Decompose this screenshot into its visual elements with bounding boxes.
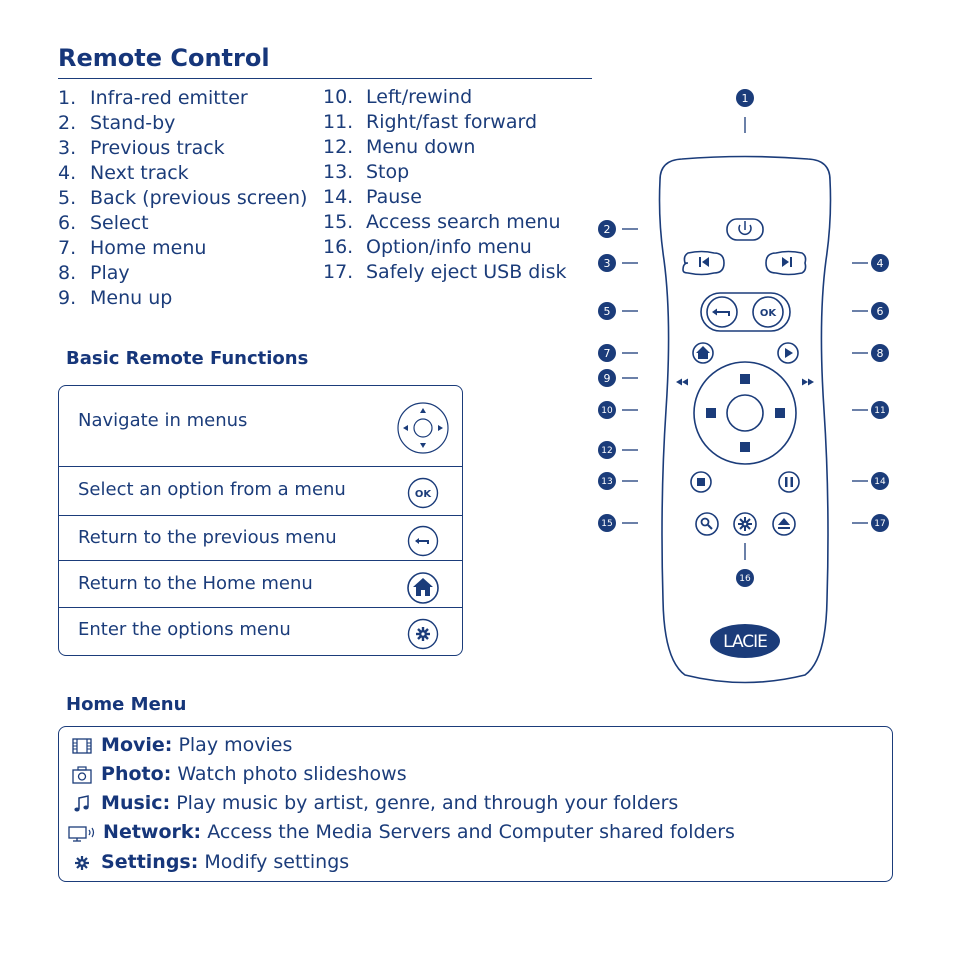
callout-badge: 9 [598, 369, 616, 387]
previous-track-button [682, 250, 725, 276]
legend-item: 1.Infra-red emitter [58, 87, 248, 109]
page-title: Remote Control [58, 44, 270, 72]
svg-text:13: 13 [601, 477, 612, 487]
legend-list-right: 10.Left/rewind 11.Right/fast forward 12.… [323, 85, 567, 285]
navigation-pad [693, 361, 797, 465]
legend-item: 5.Back (previous screen) [58, 187, 308, 209]
svg-text:1: 1 [742, 92, 749, 105]
svg-text:9: 9 [604, 372, 611, 385]
gear-icon [407, 618, 439, 650]
search-button [695, 512, 719, 536]
svg-text:8: 8 [877, 347, 884, 360]
svg-text:10: 10 [601, 406, 613, 416]
callout-badge: 17 [871, 514, 889, 532]
legend-item: 12.Menu down [323, 136, 476, 158]
table-row: Navigate in menus [59, 386, 462, 466]
callout-badge: 3 [598, 254, 616, 272]
legend-item: 9.Menu up [58, 287, 173, 309]
legend-item: 15.Access search menu [323, 211, 561, 233]
legend-item: 13.Stop [323, 161, 410, 183]
svg-text:4: 4 [877, 257, 884, 270]
table-row: Return to the Home menu [59, 560, 462, 607]
svg-text:11: 11 [874, 406, 885, 416]
callout-badge: 1 [736, 89, 754, 107]
svg-text:15: 15 [601, 519, 612, 529]
callout-badge: 6 [871, 302, 889, 320]
list-item: Settings: Modify settings [71, 851, 349, 873]
svg-text:14: 14 [874, 477, 886, 487]
music-note-icon [74, 794, 89, 811]
list-item: Music: Play music by artist, genre, and … [71, 792, 678, 814]
home-icon [407, 572, 439, 604]
svg-text:6: 6 [877, 305, 884, 318]
eject-button [772, 512, 796, 536]
pause-button [778, 471, 800, 493]
legend-item: 2.Stand-by [58, 112, 176, 134]
title-divider [58, 78, 592, 79]
basic-functions-table: Navigate in menus Select an option from … [58, 385, 463, 656]
callout-badge: 12 [598, 441, 616, 459]
options-button [733, 512, 757, 536]
play-button [777, 342, 799, 364]
svg-text:OK: OK [415, 489, 433, 500]
list-item: Network: Access the Media Servers and Co… [67, 821, 735, 843]
callout-badge: 8 [871, 344, 889, 362]
callout-badge: 16 [736, 569, 754, 587]
legend-list-left: 1.Infra-red emitter 2.Stand-by 3.Previou… [58, 86, 307, 311]
callout-badge: 10 [598, 401, 616, 419]
home-button [692, 342, 714, 364]
back-arrow-icon [407, 525, 439, 557]
table-row: Select an option from a menu OK [59, 466, 462, 515]
callout-badge: 15 [598, 514, 616, 532]
fast-forward-icon [808, 378, 814, 386]
stop-button [690, 471, 712, 493]
network-monitor-icon [68, 825, 95, 842]
table-row: Return to the previous menu [59, 515, 462, 560]
dpad-icon [397, 402, 449, 454]
svg-text:OK: OK [760, 308, 778, 319]
back-ok-cluster: OK [700, 292, 791, 332]
ok-button-icon: OK [407, 477, 439, 509]
callout-badge: 7 [598, 344, 616, 362]
callout-badge: 2 [598, 220, 616, 238]
legend-item: 8.Play [58, 262, 130, 284]
legend-item: 14.Pause [323, 186, 422, 208]
svg-text:5: 5 [604, 305, 611, 318]
home-menu-heading: Home Menu [66, 694, 187, 715]
remote-body [658, 155, 832, 684]
callout-badge: 14 [871, 472, 889, 490]
svg-text:17: 17 [874, 519, 885, 529]
home-menu-box: Movie: Play movies Photo: Watch photo sl… [58, 726, 893, 882]
legend-item: 16.Option/info menu [323, 236, 532, 258]
legend-item: 6.Select [58, 212, 149, 234]
next-track-button [765, 250, 807, 276]
camera-icon [72, 765, 92, 784]
standby-button [726, 218, 764, 241]
legend-item: 3.Previous track [58, 137, 225, 159]
callout-badge: 4 [871, 254, 889, 272]
callout-badge: 5 [598, 302, 616, 320]
svg-text:16: 16 [739, 574, 751, 584]
gear-icon [75, 855, 89, 870]
film-icon [72, 737, 92, 754]
legend-item: 4.Next track [58, 162, 189, 184]
callout-badge: 13 [598, 472, 616, 490]
table-row: Enter the options menu [59, 607, 462, 656]
legend-item: 11.Right/fast forward [323, 111, 537, 133]
svg-text:12: 12 [601, 446, 612, 456]
rewind-icon [676, 378, 682, 386]
svg-text:LACIE: LACIE [723, 632, 767, 652]
svg-text:7: 7 [604, 347, 611, 360]
list-item: Photo: Watch photo slideshows [71, 763, 407, 785]
legend-item: 10.Left/rewind [323, 86, 473, 108]
legend-item: 7.Home menu [58, 237, 207, 259]
callout-badge: 11 [871, 401, 889, 419]
svg-text:3: 3 [604, 257, 611, 270]
lacie-logo: LACIE [710, 624, 780, 658]
legend-item: 17.Safely eject USB disk [323, 261, 567, 283]
list-item: Movie: Play movies [71, 734, 292, 756]
basic-functions-heading: Basic Remote Functions [66, 348, 309, 369]
remote-illustration: OK [598, 89, 889, 684]
svg-text:2: 2 [604, 223, 611, 236]
